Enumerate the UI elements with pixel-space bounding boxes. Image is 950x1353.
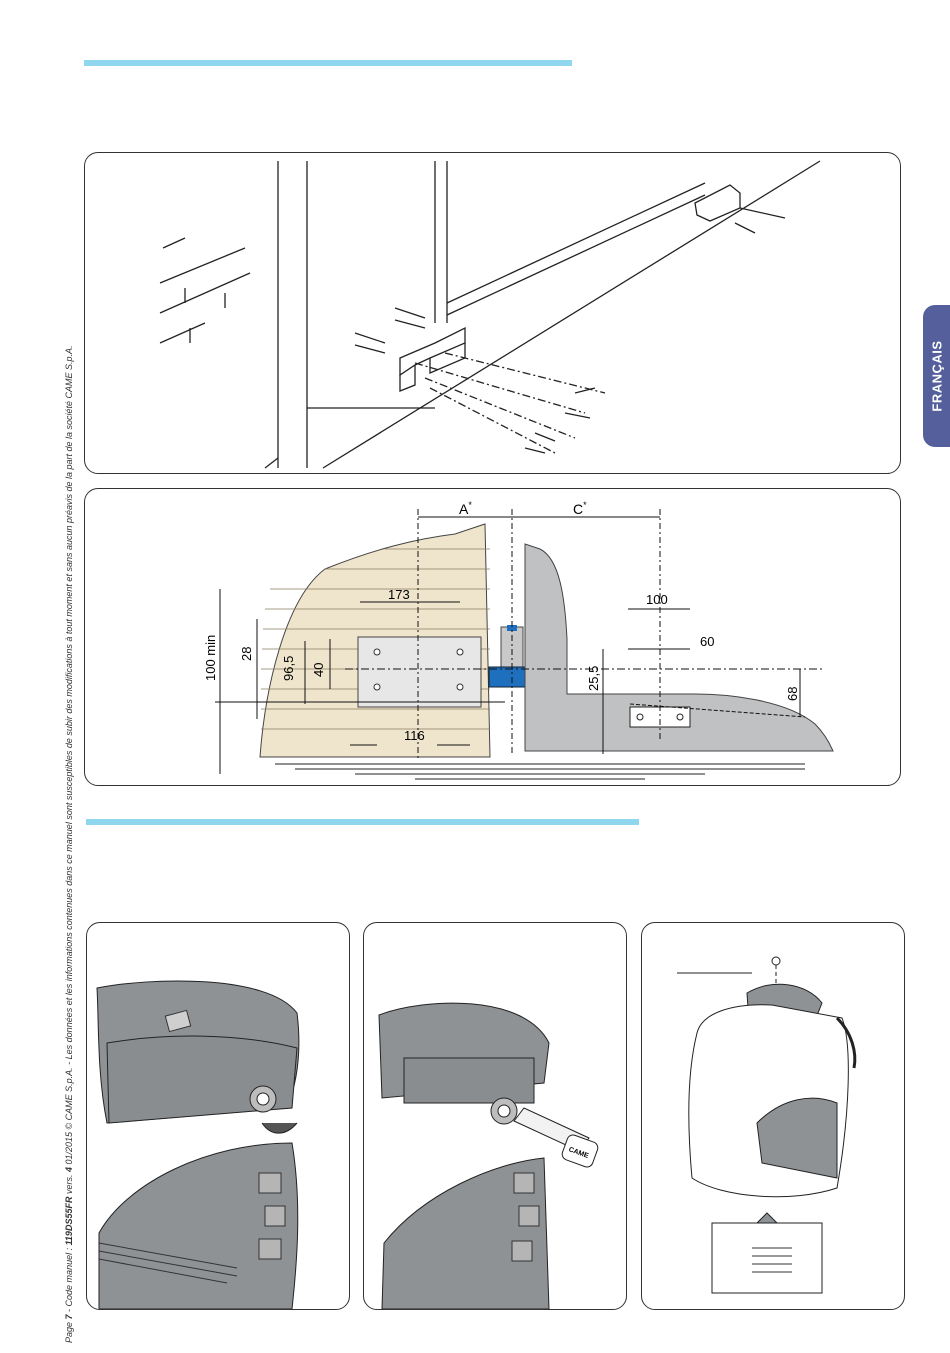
dim-68: 68 <box>785 687 800 701</box>
dim-173: 173 <box>388 587 410 602</box>
dim-100-min: 100 min <box>203 635 218 681</box>
manual-version: 4 <box>64 1167 74 1173</box>
remove-cover-drawing <box>677 956 857 1294</box>
language-tab[interactable]: FRANÇAIS <box>923 305 950 447</box>
section-bar-top <box>84 60 572 66</box>
language-tab-label: FRANÇAIS <box>929 340 944 412</box>
manual-code: 119DS55FR <box>64 1196 74 1246</box>
dim-100: 100 <box>646 592 668 607</box>
panel-unlock-step-2: CAME <box>363 922 627 1310</box>
panel-mounting-perspective <box>84 152 901 474</box>
footer-legal-text: Page 7 - Code manuel : 119DS55FR vers. 4… <box>64 345 74 1343</box>
dim-a: A* <box>459 500 472 517</box>
unlock-step-2-drawing: CAME <box>378 1002 599 1309</box>
panel-remove-cover <box>641 922 905 1310</box>
panel-dimension-diagram: A* C* 173 100 60 100 min 28 96,5 40 25,5… <box>84 488 901 786</box>
dim-25-5: 25,5 <box>586 666 601 691</box>
unlock-step-1-drawing <box>96 980 300 1309</box>
panel-unlock-step-1 <box>86 922 350 1310</box>
section-bar-middle <box>86 819 639 825</box>
dim-96-5: 96,5 <box>281 656 296 681</box>
mounting-perspective-drawing <box>159 160 821 469</box>
dim-40: 40 <box>311 663 326 677</box>
page-number: 7 <box>64 1314 74 1320</box>
dimension-drawing: A* C* 173 100 60 100 min 28 96,5 40 25,5… <box>203 500 834 780</box>
dim-116: 116 <box>404 728 425 743</box>
dim-60: 60 <box>700 634 714 649</box>
dim-28: 28 <box>239 647 254 661</box>
dim-c: C* <box>573 500 587 517</box>
